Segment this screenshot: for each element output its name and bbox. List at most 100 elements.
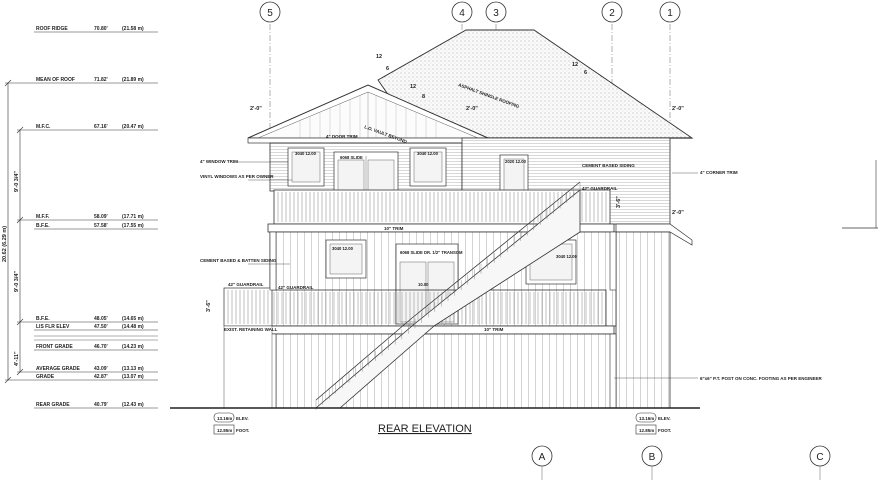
level-grade: GRADE 42.87' (13.07 m): [34, 374, 158, 381]
svg-text:57.58': 57.58': [94, 223, 108, 229]
grid-bubble-2: 2: [601, 1, 623, 23]
level-rear-grade: REAR GRADE 40.79' (12.43 m): [34, 402, 158, 409]
svg-text:1: 1: [667, 8, 673, 19]
level-average-grade: AVERAGE GRADE 43.09' (13.13 m): [34, 366, 158, 373]
svg-text:2020 12.00: 2020 12.00: [505, 159, 527, 164]
svg-text:6068 SLIDE DR. 1/2" TRANSOM: 6068 SLIDE DR. 1/2" TRANSOM: [400, 250, 463, 255]
grid-bubble-a: A: [531, 445, 553, 480]
footing-callout-left: 13.16m ELEV. 12.85m FOOT.: [213, 412, 249, 435]
lower-level: [223, 231, 617, 409]
dim-upper: 9'-0 3/4": [14, 171, 20, 192]
grid-bubble-3: 3: [485, 1, 507, 23]
upper-window-labels: 3040 12.00 6068 SLIDE 3040 12.00 2020 12…: [295, 151, 527, 164]
level-bfe-lower: B.F.E. 48.05' (14.65 m): [34, 316, 158, 323]
svg-text:3: 3: [493, 8, 499, 19]
svg-text:40.79': 40.79': [94, 402, 108, 408]
svg-text:13.16m: 13.16m: [217, 416, 232, 421]
svg-text:B: B: [649, 452, 656, 463]
svg-text:3'-6": 3'-6": [206, 300, 212, 312]
svg-text:ELEV.: ELEV.: [236, 416, 249, 421]
svg-text:B.F.E.: B.F.E.: [36, 316, 50, 322]
svg-text:C: C: [816, 452, 823, 463]
dim-overall: 20.62 (6.29 m): [2, 226, 8, 262]
svg-text:4" DOOR TRIM: 4" DOOR TRIM: [326, 134, 358, 139]
svg-text:10.00: 10.00: [418, 282, 429, 287]
level-lis-floor: LIS FLR ELEV 47.50' (14.48 m): [34, 324, 158, 341]
level-bfe-upper: B.F.E. 57.58' (17.55 m): [34, 223, 158, 230]
svg-text:47.50': 47.50': [94, 324, 108, 330]
svg-text:3040 12.00: 3040 12.00: [295, 151, 317, 156]
svg-text:3040 12.00: 3040 12.00: [417, 151, 439, 156]
svg-text:ROOF RIDGE: ROOF RIDGE: [36, 26, 68, 32]
svg-text:10" TRIM: 10" TRIM: [484, 327, 504, 332]
grid-bubble-1: 1: [659, 1, 681, 23]
svg-text:FOOT.: FOOT.: [658, 428, 671, 433]
svg-text:12.85m: 12.85m: [639, 428, 654, 433]
front-gable: [247, 84, 489, 144]
svg-text:EXIST. RETAINING WALL: EXIST. RETAINING WALL: [224, 327, 278, 332]
level-front-grade: FRONT GRADE 46.70' (14.23 m): [34, 344, 158, 351]
svg-text:(17.55 m): (17.55 m): [122, 223, 144, 229]
svg-text:4" CORNER TRIM: 4" CORNER TRIM: [700, 170, 738, 175]
svg-text:GRADE: GRADE: [36, 374, 55, 380]
exterior-stairs: [314, 181, 581, 410]
svg-text:67.16': 67.16': [94, 124, 108, 130]
svg-text:4" WINDOW TRIM: 4" WINDOW TRIM: [200, 159, 238, 164]
svg-text:42" GUARDRAIL: 42" GUARDRAIL: [278, 285, 314, 290]
svg-text:71.82': 71.82': [94, 77, 108, 83]
svg-text:(13.07 m): (13.07 m): [122, 374, 144, 380]
upper-deck-guardrail: [267, 189, 615, 233]
grid-bubble-c: C: [809, 445, 831, 480]
svg-text:2'-0": 2'-0": [250, 106, 262, 112]
svg-text:10" TRIM: 10" TRIM: [384, 226, 404, 231]
svg-text:2'-0": 2'-0": [672, 210, 684, 216]
svg-text:(20.47 m): (20.47 m): [122, 124, 144, 130]
level-mfc: M.F.C. 67.16' (20.47 m): [34, 124, 158, 131]
svg-text:42.87': 42.87': [94, 374, 108, 380]
level-roof-ridge: ROOF RIDGE 70.80' (21.58 m): [34, 26, 158, 33]
svg-text:ELEV.: ELEV.: [658, 416, 671, 421]
dim-middle: 9'-0 3/4": [14, 271, 20, 292]
svg-text:8: 8: [422, 94, 425, 100]
svg-text:2'-0": 2'-0": [466, 106, 478, 112]
dim-lower: 4'-11": [14, 351, 20, 366]
svg-text:B.F.E.: B.F.E.: [36, 223, 50, 229]
svg-text:3040 12.00: 3040 12.00: [332, 246, 354, 251]
svg-text:43.09': 43.09': [94, 366, 108, 372]
svg-text:(21.58 m): (21.58 m): [122, 26, 144, 32]
svg-text:MEAN OF ROOF: MEAN OF ROOF: [36, 77, 75, 83]
svg-text:3040 12.00: 3040 12.00: [556, 254, 578, 259]
svg-text:FOOT.: FOOT.: [236, 428, 249, 433]
svg-text:12.85m: 12.85m: [217, 428, 232, 433]
grid-bubble-b: B: [641, 445, 663, 480]
level-mff: M.F.F. 58.09' (17.71 m): [34, 214, 158, 221]
svg-text:42" GUARDRAIL: 42" GUARDRAIL: [582, 186, 618, 191]
svg-text:M.F.C.: M.F.C.: [36, 124, 51, 130]
svg-text:(17.71 m): (17.71 m): [122, 214, 144, 220]
svg-text:2'-0": 2'-0": [672, 106, 684, 112]
svg-text:(14.23 m): (14.23 m): [122, 344, 144, 350]
svg-text:4: 4: [459, 8, 465, 19]
svg-text:42" GUARDRAIL: 42" GUARDRAIL: [228, 282, 264, 287]
svg-text:6"x6" P.T. POST ON CONC. FOOTI: 6"x6" P.T. POST ON CONC. FOOTING AS PER …: [700, 376, 823, 381]
middle-window-labels: 3040 12.00 6068 SLIDE DR. 1/2" TRANSOM 1…: [332, 246, 578, 287]
svg-text:6: 6: [584, 70, 587, 76]
drawing-title: REAR ELEVATION: [378, 423, 472, 435]
svg-text:FRONT GRADE: FRONT GRADE: [36, 344, 73, 350]
svg-text:2: 2: [609, 8, 615, 19]
svg-text:VINYL WINDOWS AS PER OWNER: VINYL WINDOWS AS PER OWNER: [200, 174, 274, 179]
svg-text:(14.65 m): (14.65 m): [122, 316, 144, 322]
svg-text:REAR GRADE: REAR GRADE: [36, 402, 70, 408]
svg-text:(21.89 m): (21.89 m): [122, 77, 144, 83]
svg-text:6068 SLIDE: 6068 SLIDE: [340, 155, 363, 160]
svg-text:12: 12: [572, 62, 578, 68]
svg-text:48.05': 48.05': [94, 316, 108, 322]
svg-text:12: 12: [376, 54, 382, 60]
svg-text:CEMENT BASED SIDING: CEMENT BASED SIDING: [582, 163, 635, 168]
right-wing: [615, 223, 693, 409]
svg-text:70.80': 70.80': [94, 26, 108, 32]
grid-bubble-4: 4: [451, 1, 473, 23]
svg-text:(13.13 m): (13.13 m): [122, 366, 144, 372]
svg-text:13.16m: 13.16m: [639, 416, 654, 421]
